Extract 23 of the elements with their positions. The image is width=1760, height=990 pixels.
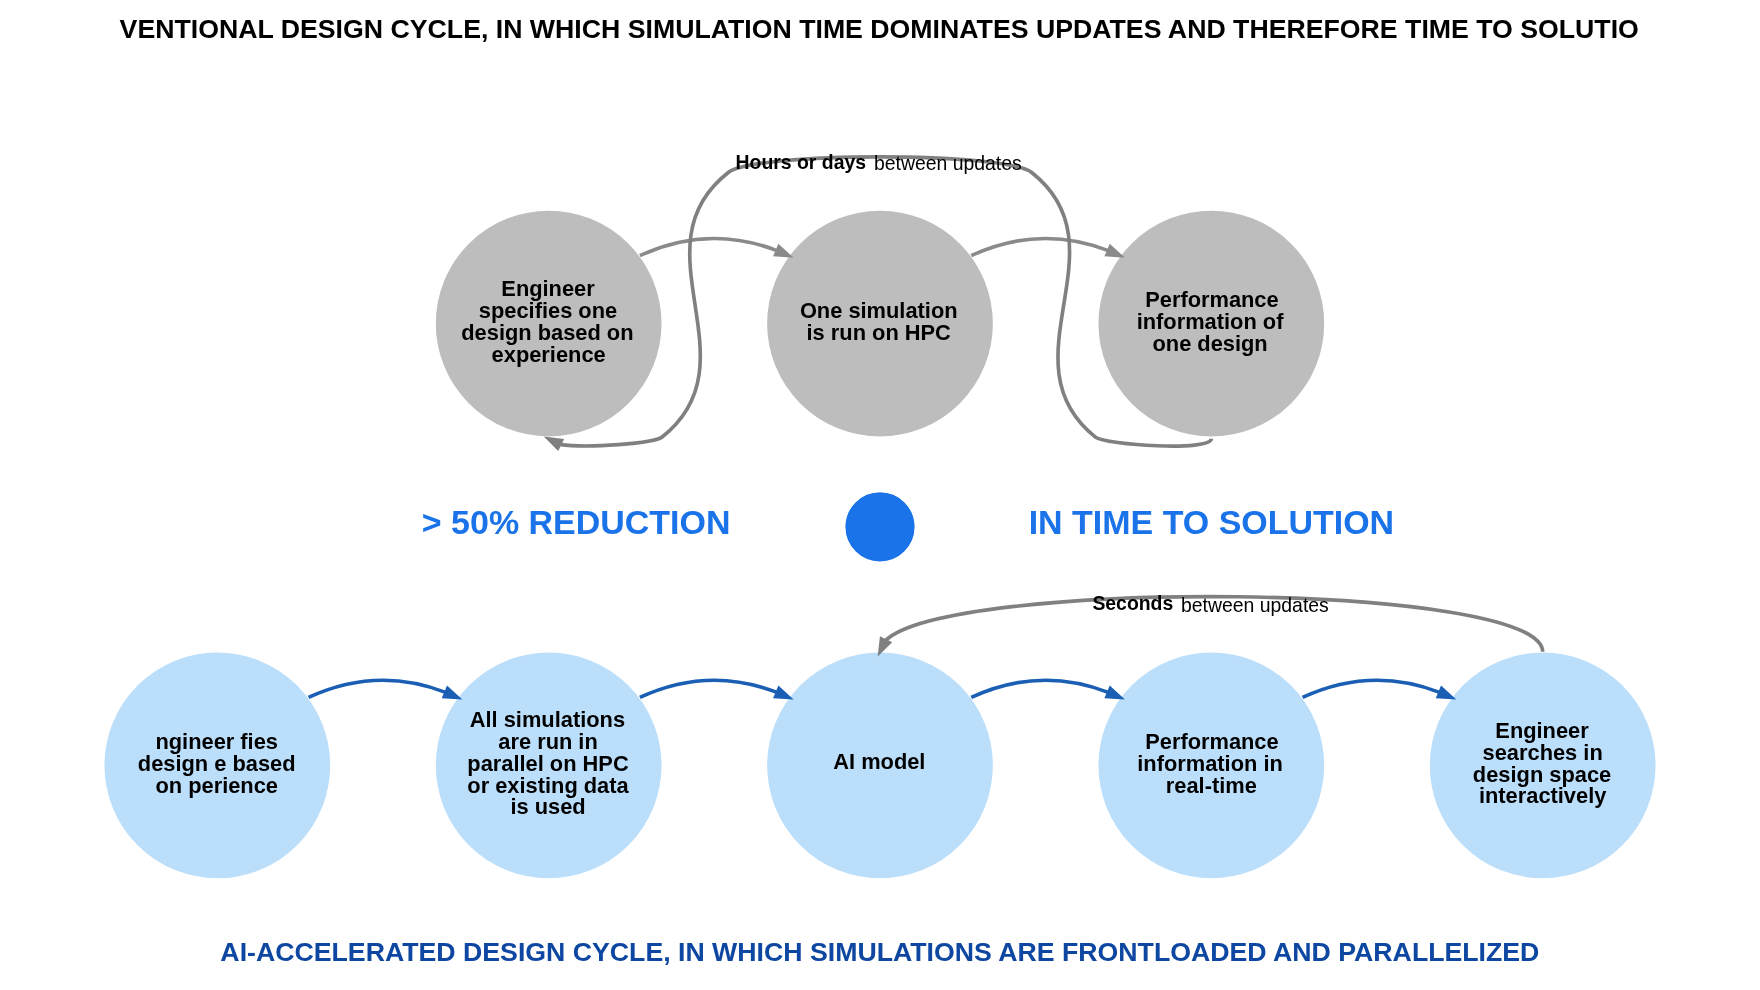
edge-label: Seconds between updates [1092,592,1329,616]
arrow [1301,678,1457,700]
caption: AI-ACCELERATED DESIGN CYCLE, IN WHICH SIMULATIONS ARE FRONTLOADED AND PARALLELIZED [220,936,1540,967]
edge-label: Hours or days between updates [735,150,1022,174]
arrow [970,678,1125,700]
arrow [970,236,1125,258]
node-circle: One simulation is run on HPC [765,209,995,438]
node-circle: Performance information of one design [1097,209,1326,438]
arrow [877,595,1545,657]
node-circle: All simulations are run in parallel on HPC or existing data is used [434,651,663,880]
node-circle: Engineer searches in design space interactively [1428,651,1657,880]
label: IN TIME TO SOLUTION [1028,503,1395,542]
node-circle [844,491,916,563]
label: > 50% REDUCTION [421,503,731,542]
node-circle: Engineer specifies one design based on experience [434,209,663,438]
arrow [639,236,794,258]
arrow [543,155,1213,452]
diagram-title: VENTIONAL DESIGN CYCLE, IN WHICH SIMULATION TIME DOMINATES UPDATES AND THEREFORE TIME TO SOLUTIO [119,13,1639,44]
arrow [639,678,794,700]
node-circle: Performance information in real-time [1097,651,1326,880]
arrow [307,678,463,700]
node-circle: AI model [765,651,995,880]
node-circle: ngineer fies design e based on perience [103,651,332,880]
